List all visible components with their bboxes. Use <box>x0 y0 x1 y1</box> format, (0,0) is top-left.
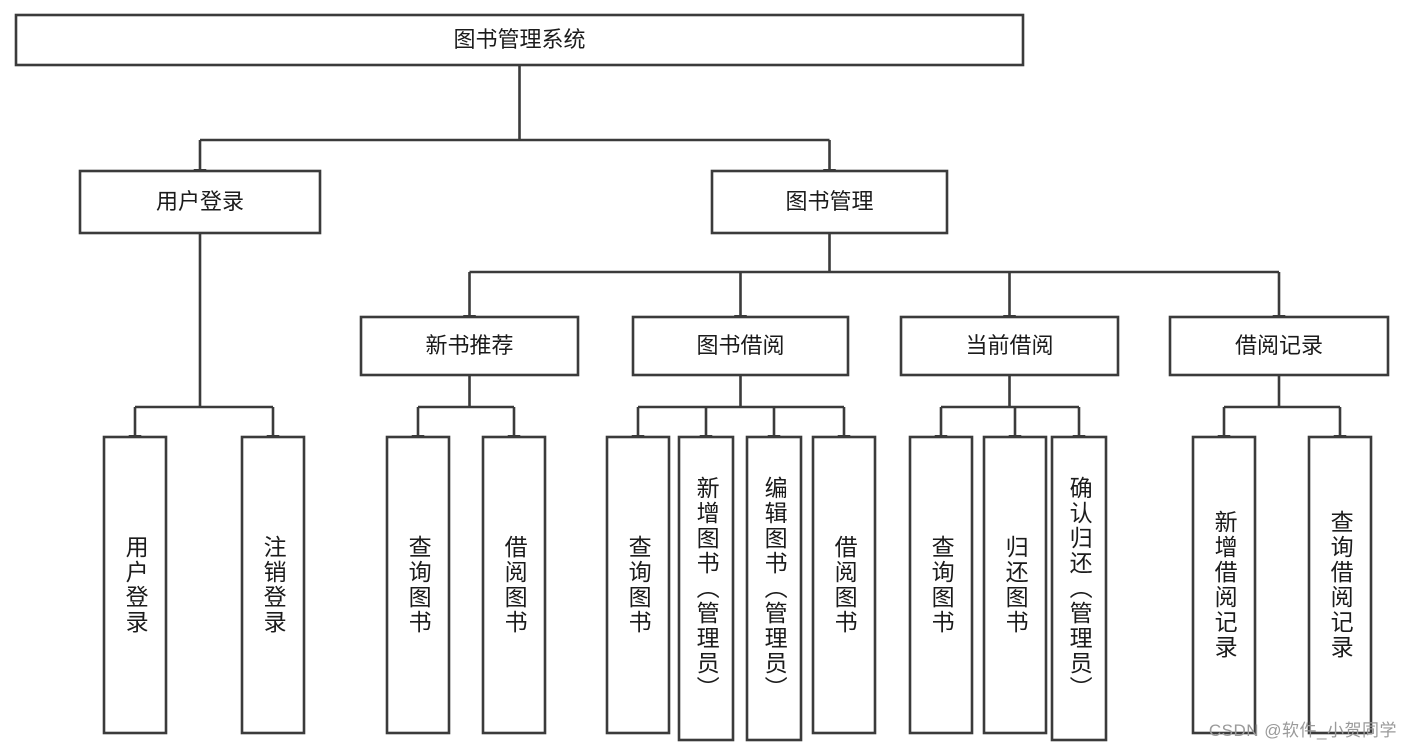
node-label-borrow-record: 借阅记录 <box>1235 333 1323 358</box>
leaf-leaf-query-book-2[interactable] <box>605 435 671 735</box>
leaf-leaf-borrow-book-2[interactable] <box>811 435 877 735</box>
leaf-leaf-user-login[interactable] <box>102 435 168 735</box>
node-label-book-manage: 图书管理 <box>785 189 873 214</box>
leaf-leaf-query-book-1[interactable] <box>385 435 451 735</box>
node-book-manage[interactable] <box>710 169 949 235</box>
node-label-current-borrow: 当前借阅 <box>965 333 1053 358</box>
watermark: CSDN @软件_小贺同学 <box>1208 721 1397 740</box>
node-borrow-record[interactable] <box>1168 315 1390 377</box>
node-label-new-book-rec: 新书推荐 <box>425 333 513 358</box>
node-user-login[interactable] <box>78 169 322 235</box>
leaf-leaf-add-book-admin[interactable] <box>677 435 735 742</box>
node-label-root: 图书管理系统 <box>453 27 585 52</box>
node-current-borrow[interactable] <box>899 315 1120 377</box>
node-layer <box>14 13 1390 742</box>
leaf-leaf-edit-book-admin[interactable] <box>745 435 803 742</box>
leaf-leaf-query-book-3[interactable] <box>908 435 974 735</box>
leaf-leaf-return-book[interactable] <box>982 435 1048 735</box>
node-root[interactable] <box>14 13 1025 67</box>
leaf-leaf-user-logout[interactable] <box>240 435 306 735</box>
node-label-book-borrow: 图书借阅 <box>696 333 784 358</box>
node-book-borrow[interactable] <box>631 315 850 377</box>
leaf-leaf-add-borrow-record[interactable] <box>1191 435 1257 735</box>
leaf-leaf-query-borrow-record[interactable] <box>1307 435 1373 735</box>
node-new-book-rec[interactable] <box>359 315 580 377</box>
connector-layer <box>128 65 1347 446</box>
leaf-leaf-confirm-return-admin[interactable] <box>1050 435 1108 742</box>
node-label-user-login: 用户登录 <box>156 189 244 214</box>
leaf-leaf-borrow-book-1[interactable] <box>481 435 547 735</box>
